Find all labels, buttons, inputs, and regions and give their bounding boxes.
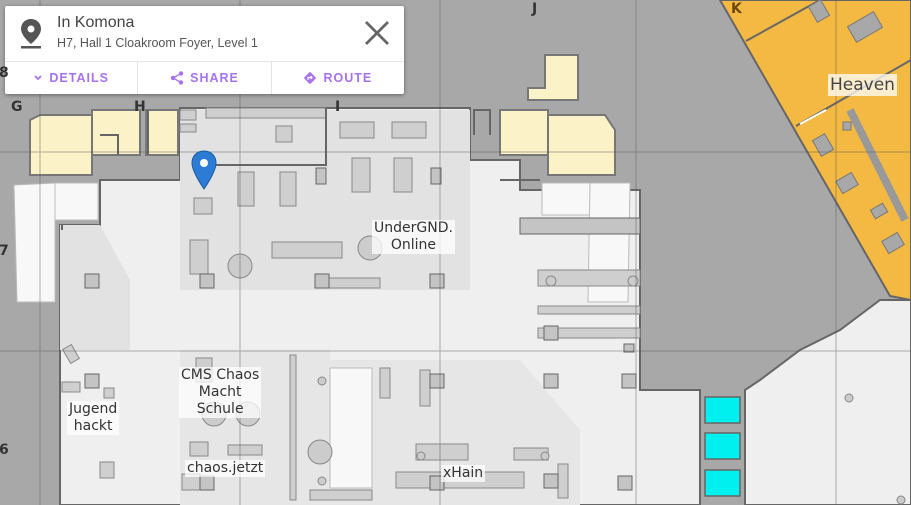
location-marker[interactable] [191,150,217,190]
grid-column-label: K [731,1,742,17]
grid-row-label: 6 [0,442,9,458]
route-label: ROUTE [323,71,373,85]
room-label-jugend-hackt[interactable]: Jugend hackt [67,401,120,435]
room-label-chaos-jetzt[interactable]: chaos.jetzt [185,460,266,477]
stairs-cyan [704,396,741,497]
grid-column-label: I [335,99,341,115]
grid-row-label: 8 [0,65,9,81]
room-label-cms-chaos-macht-schule[interactable]: CMS Chaos Macht Schule [179,367,262,418]
details-label: DETAILS [49,71,109,85]
heaven-room-area[interactable] [718,0,911,302]
grid-row-label: 7 [0,243,9,259]
room-label-heaven[interactable]: Heaven [828,74,897,96]
route-diamond-icon [304,72,317,84]
location-subtitle: H7, Hall 1 Cloakroom Foyer, Level 1 [57,36,258,50]
location-title: In Komona [57,14,135,31]
room-label-undergnd[interactable]: UnderGND. Online [372,220,455,254]
share-icon [170,71,184,85]
grid-column-label: G [11,99,23,115]
chevron-down-icon [34,75,43,81]
room-label-xhain[interactable]: xHain [441,465,486,482]
location-pin-icon [21,19,41,49]
grid-column-label: H [134,99,146,115]
grid-column-label: J [532,1,538,17]
route-button[interactable]: ROUTE [272,62,404,94]
share-button[interactable]: SHARE [138,62,272,94]
details-button[interactable]: DETAILS [5,62,139,94]
close-icon[interactable] [364,20,390,46]
location-info-card: In Komona H7, Hall 1 Cloakroom Foyer, Le… [5,6,404,94]
share-label: SHARE [190,71,239,85]
